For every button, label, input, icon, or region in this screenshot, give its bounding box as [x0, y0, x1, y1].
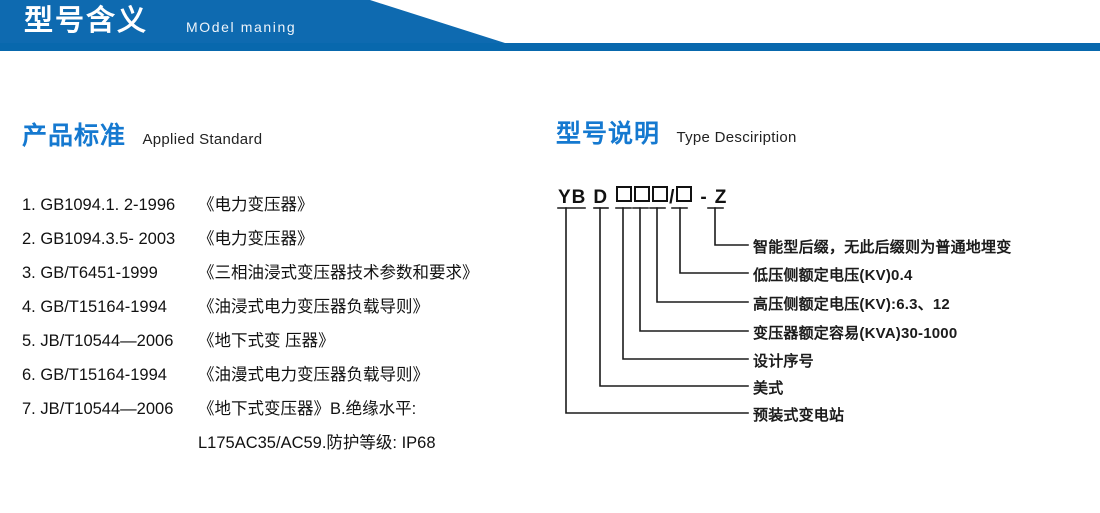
- banner-title-cn: 型号含义: [24, 5, 149, 37]
- standard-name: 《油浸式电力变压器负载导则》: [198, 298, 429, 316]
- standard-name: 《三相油浸式变压器技术参数和要求》: [198, 264, 479, 282]
- right-heading-en: Type Desciription: [676, 129, 797, 146]
- page-header-banner: 型号含义 MOdel maning: [0, 0, 1100, 52]
- code-slash: /: [669, 187, 676, 208]
- code-dash: -: [700, 187, 708, 208]
- callout-label-3: 高压侧额定电压(KV):6.3、12: [753, 296, 950, 313]
- standard-code-text: GB1094.3.5- 2003: [40, 230, 176, 248]
- standard-code: 6. GB/T15164-1994: [22, 358, 198, 392]
- callout-label-7: 预装式变电站: [753, 407, 845, 424]
- callout-label-1: 智能型后缀，无此后缀则为普通地埋变: [753, 239, 1012, 256]
- right-heading-cn: 型号说明: [556, 120, 661, 148]
- leader-lines: [557, 207, 749, 414]
- standard-code-text: JB/T10544—2006: [40, 400, 174, 418]
- standard-code: 5. JB/T10544—2006: [22, 324, 198, 358]
- standard-number: 7.: [22, 400, 36, 418]
- standard-number: 6.: [22, 366, 36, 384]
- list-item: 2. GB1094.3.5- 2003 《电力变压器》: [22, 222, 542, 256]
- banner-bottom-strip: [0, 43, 1100, 51]
- callout-label-6: 美式: [753, 380, 784, 397]
- left-heading-en: Applied Standard: [142, 131, 263, 148]
- standard-code-text: GB1094.1. 2-1996: [40, 196, 176, 214]
- standard-code-text: GB/T6451-1999: [40, 264, 158, 282]
- code-box-2: [634, 186, 651, 202]
- code-box-4: [676, 186, 693, 202]
- standard-code-text: GB/T15164-1994: [40, 298, 167, 316]
- list-item: 3. GB/T6451-1999 《三相油浸式变压器技术参数和要求》: [22, 256, 542, 290]
- model-code-string: YB D / -Z: [558, 186, 727, 209]
- standard-code: 1. GB1094.1. 2-1996: [22, 188, 198, 222]
- standard-name: 《电力变压器》: [198, 230, 314, 248]
- code-segment-z: Z: [714, 187, 728, 208]
- standard-name: 《油漫式电力变压器负载导则》: [198, 366, 429, 384]
- standard-code: 4. GB/T15164-1994: [22, 290, 198, 324]
- standard-number: 2.: [22, 230, 36, 248]
- callout-label-4: 变压器额定容易(KVA)30-1000: [753, 325, 958, 342]
- standard-code-text: JB/T10544—2006: [40, 332, 174, 350]
- standard-code: 7. JB/T10544—2006: [22, 392, 198, 426]
- left-heading-cn: 产品标准: [22, 122, 127, 150]
- right-section-heading: 型号说明 Type Desciription: [556, 114, 797, 150]
- standard-name: 《地下式变 压器》: [198, 332, 335, 350]
- banner-title-en: MOdel maning: [186, 19, 297, 35]
- standard-continuation-line: L175AC35/AC59.防护等级: IP68: [198, 434, 436, 452]
- standard-code: 3. GB/T6451-1999: [22, 256, 198, 290]
- standard-name: 《电力变压器》: [198, 196, 314, 214]
- callout-label-2: 低压侧额定电压(KV)0.4: [753, 267, 913, 284]
- standard-number: 1.: [22, 196, 36, 214]
- list-item: 7. JB/T10544—2006 《地下式变压器》B.绝缘水平:: [22, 392, 542, 426]
- code-segment-d: D: [593, 187, 609, 208]
- code-box-3: [652, 186, 669, 202]
- standard-code-text: GB/T15164-1994: [40, 366, 167, 384]
- standard-number: 4.: [22, 298, 36, 316]
- list-item: 6. GB/T15164-1994 《油漫式电力变压器负载导则》: [22, 358, 542, 392]
- callout-label-5: 设计序号: [753, 353, 814, 370]
- list-item: 1. GB1094.1. 2-1996 《电力变压器》: [22, 188, 542, 222]
- standard-number: 3.: [22, 264, 36, 282]
- list-item: 4. GB/T15164-1994 《油浸式电力变压器负载导则》: [22, 290, 542, 324]
- standard-name: 《地下式变压器》B.绝缘水平:: [198, 400, 417, 418]
- left-section-heading: 产品标准 Applied Standard: [22, 116, 262, 152]
- standard-number: 5.: [22, 332, 36, 350]
- list-item: 5. JB/T10544—2006 《地下式变 压器》: [22, 324, 542, 358]
- code-box-1: [616, 186, 633, 202]
- code-segment-yb: YB: [558, 187, 587, 208]
- banner-shape-angled: [330, 0, 505, 43]
- standards-list: 1. GB1094.1. 2-1996 《电力变压器》 2. GB1094.3.…: [22, 188, 542, 460]
- standard-code: 2. GB1094.3.5- 2003: [22, 222, 198, 256]
- banner-shape-left: [0, 0, 350, 43]
